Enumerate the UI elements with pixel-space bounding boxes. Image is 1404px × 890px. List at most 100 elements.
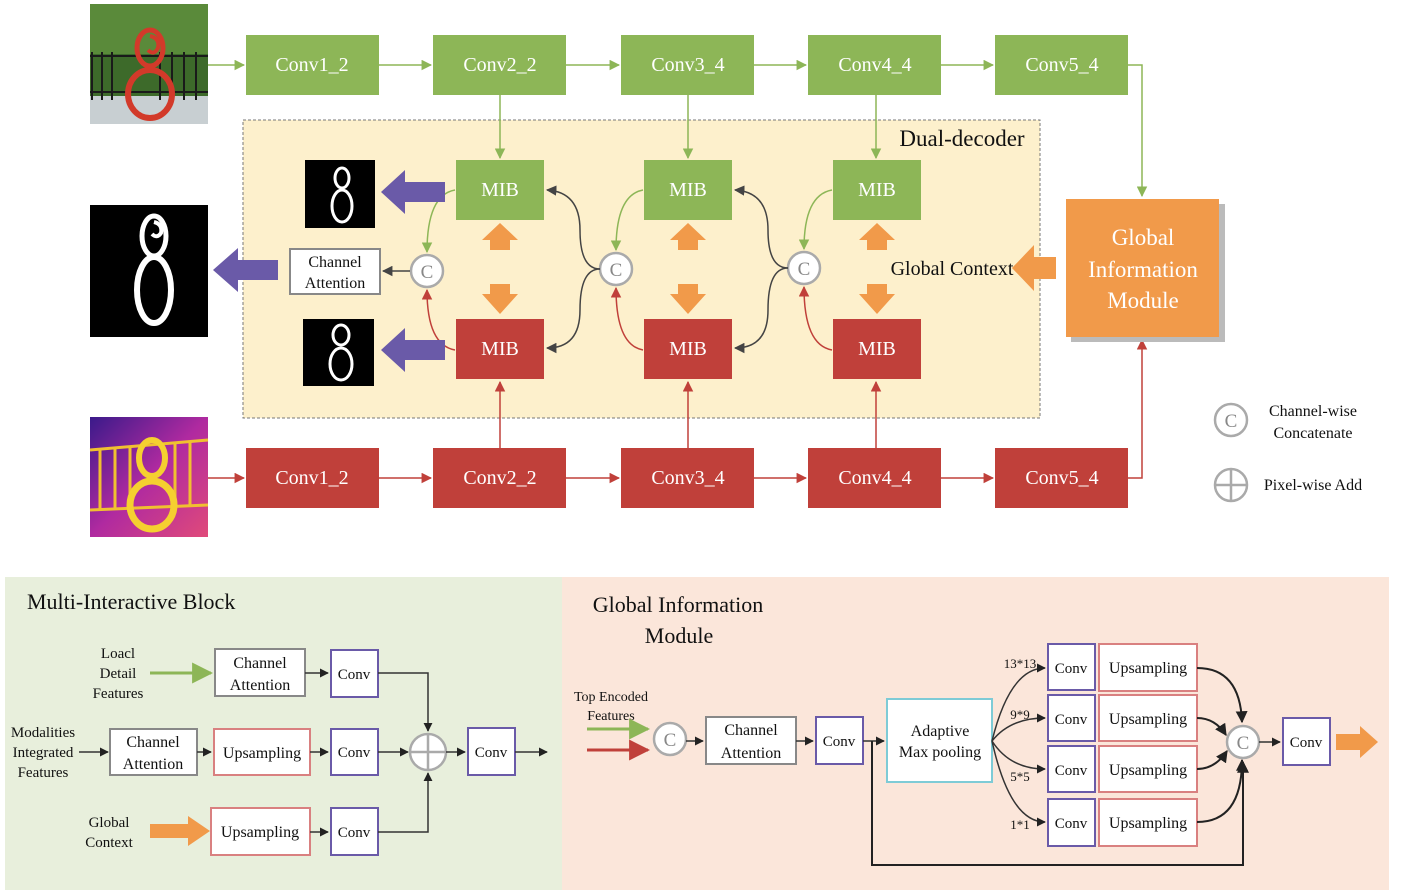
mib-conv-1-label: Conv: [338, 667, 371, 683]
concat-legend-icon: [1213, 402, 1249, 438]
gim-upsampling-13: [1098, 643, 1198, 692]
mib-panel-title: Multi-Interactive Block: [27, 589, 235, 614]
rgb-conv2-2: [433, 35, 566, 95]
thermal-conv5-4: [995, 448, 1128, 508]
gim-pooling-line2: Max pooling: [899, 744, 981, 761]
gim-ca-line1: Channel: [724, 722, 778, 739]
gim-branch-conv-5-label: Conv: [1055, 763, 1088, 779]
rgb-conv4-4-label: Conv4_4: [838, 54, 911, 76]
thermal-conv2-2-label: Conv2_2: [463, 467, 536, 489]
gim-branch-conv-1-label: Conv: [1055, 816, 1088, 832]
gim-label-line2: Information: [1088, 257, 1198, 282]
rgb-conv4-4: [808, 35, 941, 95]
rgb-conv5-4: [995, 35, 1128, 95]
orange-interaction-arrows: [482, 223, 895, 314]
pixel-wise-add-node: [408, 732, 448, 772]
mib-thermal-2-label: MIB: [669, 338, 707, 360]
gim-upsampling-13-label: Upsampling: [1109, 660, 1187, 677]
mib-input3-line1: Global: [89, 815, 130, 831]
gim-label-line3: Module: [1107, 288, 1179, 313]
add-legend-label: Pixel-wise Add: [1264, 477, 1362, 494]
concat-node-1: [409, 253, 445, 289]
mib-rgb-1: [456, 160, 544, 220]
global-context-arrow: [1012, 245, 1056, 291]
mib-input2-line3: Features: [18, 765, 69, 781]
gim-ca-line2: Attention: [721, 745, 781, 762]
gim-branch-conv-5: [1047, 745, 1096, 793]
gim-branch-conv-13: [1047, 643, 1096, 691]
decoder-channel-attention-line1: Channel: [308, 254, 362, 271]
gim-conv-out: [1282, 717, 1331, 766]
thermal-conv4-4-label: Conv4_4: [838, 467, 911, 489]
concat-legend-line1: Channel-wise: [1269, 403, 1357, 420]
gim-branch-conv-9: [1047, 694, 1096, 742]
gim-concat-output-symbol: C: [1237, 733, 1250, 754]
gim-input-line1: Top Encoded: [574, 690, 648, 705]
mib-input1-line2: Detail: [100, 666, 137, 682]
mib-ca1-line1: Channel: [233, 655, 287, 672]
gim-pooling-line1: Adaptive: [911, 723, 970, 740]
gim-upsampling-9: [1098, 694, 1198, 742]
mib-channel-attention-2: [109, 728, 198, 776]
gim-concat-input-symbol: C: [664, 730, 677, 751]
mib-input1-line3: Features: [93, 686, 144, 702]
mib-input1-line1: Loacl: [101, 646, 135, 662]
global-context-label: Global Context: [891, 258, 1014, 280]
gim-branches: [991, 663, 1046, 827]
rgb-conv5-4-label: Conv5_4: [1025, 54, 1098, 76]
legend: C Channel-wise Concatenate Pixel-wise Ad…: [1213, 402, 1362, 503]
mib-thermal-2: [644, 319, 732, 379]
thermal-conv3-4: [621, 448, 754, 508]
mib-input2-line1: Modalities: [11, 725, 75, 741]
gim-adaptive-max-pooling: [886, 698, 993, 783]
rgb-conv1-2: [246, 35, 379, 95]
thermal-conv3-4-label: Conv3_4: [651, 467, 724, 489]
concat-legend-symbol: C: [1225, 411, 1238, 432]
concat-legend-line2: Concatenate: [1273, 425, 1352, 442]
mib-blocks: MIB MIB MIB MIB MIB MIB: [456, 160, 921, 379]
gim-branch-conv-13-label: Conv: [1055, 661, 1088, 677]
mib-global-context-arrow: [150, 816, 210, 846]
decoder-channel-attention-line2: Attention: [305, 275, 365, 292]
mib-rgb-2: [644, 160, 732, 220]
mib-conv-3: [330, 807, 379, 856]
rgb-conv3-4: [621, 35, 754, 95]
gim-upsampling-5-label: Upsampling: [1109, 762, 1187, 779]
mib-rgb-2-label: MIB: [669, 179, 707, 201]
thermal-decoder-saliency-map: [303, 319, 374, 386]
gim-conv-1: [815, 716, 864, 765]
gim-concat-input: [652, 721, 688, 757]
mib-conv-out: [467, 727, 516, 776]
gim-conv-out-label: Conv: [1290, 735, 1323, 751]
global-information-module-block: [1066, 199, 1219, 337]
mib-upsampling-1-label: Upsampling: [223, 745, 301, 762]
gim-branch-conv-1: [1047, 798, 1096, 847]
gim-panel-title-line2: Module: [645, 623, 713, 648]
mib-channel-attention-1: [214, 648, 306, 697]
mib-thermal-1: [456, 319, 544, 379]
gim-upsampling-1-label: Upsampling: [1109, 815, 1187, 832]
mib-conv-2-label: Conv: [338, 745, 371, 761]
thermal-input-image: [89, 417, 209, 537]
thermal-conv1-2-label: Conv1_2: [275, 467, 348, 489]
concat-node-3-symbol: C: [798, 259, 811, 280]
gim-label-line1: Global: [1112, 225, 1175, 250]
mib-ca1-line2: Attention: [230, 677, 290, 694]
decoder-channel-attention: [289, 248, 381, 295]
rgb-conv2-2-label: Conv2_2: [463, 54, 536, 76]
thermal-conv2-2: [433, 448, 566, 508]
mib-rgb-3-label: MIB: [858, 179, 896, 201]
rgb-decoder-saliency-map: [305, 160, 375, 228]
mib-thermal-1-label: MIB: [481, 338, 519, 360]
dual-decoder-label: Dual-decoder: [899, 126, 1024, 151]
gim-scale-13: 13*13: [1004, 656, 1037, 671]
thermal-conv1-2: [246, 448, 379, 508]
mib-conv-2: [330, 728, 379, 776]
add-legend-icon: [1213, 467, 1249, 503]
mib-conv-3-label: Conv: [338, 825, 371, 841]
gim-scale-1: 1*1: [1010, 817, 1030, 832]
gim-upsampling-9-label: Upsampling: [1109, 711, 1187, 728]
gim-input-line2: Features: [587, 709, 634, 724]
mib-ca2-line2: Attention: [123, 756, 183, 773]
rgb-encoder: Conv1_2 Conv2_2 Conv3_4 Conv4_4 Conv5_4: [208, 35, 1148, 198]
